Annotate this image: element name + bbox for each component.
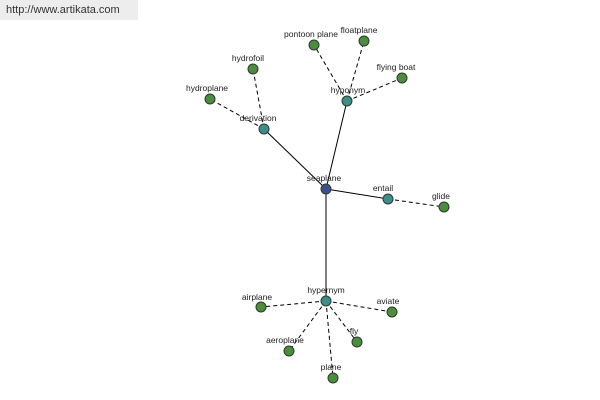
leaf-node-pontoon-plane[interactable] [308, 39, 320, 51]
leaf-label-pontoon-plane: pontoon plane [284, 29, 338, 39]
leaf-label-glide: glide [432, 191, 450, 201]
leaf-node-flying-boat[interactable] [396, 72, 408, 84]
relation-label-entail: entail [373, 183, 393, 193]
source-url-banner: http://www.artikata.com [0, 0, 138, 20]
leaf-label-aeroplane: aeroplane [266, 335, 304, 345]
relation-node-derivation[interactable] [258, 123, 270, 135]
graph-nodes [204, 35, 450, 384]
leaf-node-glide[interactable] [438, 201, 450, 213]
leaf-label-hydrofoil: hydrofoil [232, 53, 264, 63]
source-url-text: http://www.artikata.com [6, 4, 120, 16]
leaf-label-floatplane: floatplane [341, 25, 378, 35]
center-label-seaplane: seaplane [307, 173, 342, 183]
leaf-label-airplane: airplane [242, 292, 273, 302]
edge-seaplane-entail [325, 188, 389, 200]
edge-hyponym-floatplane [346, 40, 365, 102]
edge-hypernym-plane [325, 300, 334, 379]
leaf-node-floatplane[interactable] [358, 35, 370, 47]
relation-label-derivation: derivation [240, 113, 277, 123]
leaf-node-hydroplane[interactable] [204, 93, 216, 105]
graph-labels: seaplane hyponym derivation entail hypernym p… [186, 25, 450, 372]
center-node-seaplane[interactable] [320, 183, 332, 195]
leaf-node-hydrofoil[interactable] [247, 63, 259, 75]
relation-node-hypernym[interactable] [320, 295, 332, 307]
leaf-label-aviate: aviate [377, 296, 400, 306]
leaf-node-aviate[interactable] [386, 306, 398, 318]
edge-hyponym-pontoon-plane [313, 44, 348, 102]
graph-edges [209, 40, 445, 379]
relation-node-entail[interactable] [382, 193, 394, 205]
leaf-label-flying-boat: flying boat [377, 62, 416, 72]
edge-hypernym-airplane [260, 300, 327, 308]
edge-hyponym-flying-boat [346, 77, 403, 102]
leaf-node-plane[interactable] [327, 372, 339, 384]
leaf-label-plane: plane [321, 362, 342, 372]
edge-derivation-hydrofoil [252, 68, 265, 130]
edge-hypernym-fly [325, 300, 358, 343]
relation-label-hypernym: hypernym [307, 285, 344, 295]
leaf-node-airplane[interactable] [255, 301, 267, 313]
relation-label-hyponym: hyponym [331, 85, 366, 95]
edge-seaplane-derivation [263, 128, 327, 190]
leaf-label-fly: fly [350, 326, 359, 336]
edge-hypernym-aeroplane [288, 300, 327, 352]
leaf-node-aeroplane[interactable] [283, 345, 295, 357]
relation-node-hyponym[interactable] [341, 95, 353, 107]
leaf-node-fly[interactable] [351, 336, 363, 348]
leaf-label-hydroplane: hydroplane [186, 83, 228, 93]
edge-seaplane-hyponym [325, 100, 348, 190]
edge-derivation-hydroplane [209, 98, 265, 130]
edge-entail-glide [387, 198, 445, 208]
